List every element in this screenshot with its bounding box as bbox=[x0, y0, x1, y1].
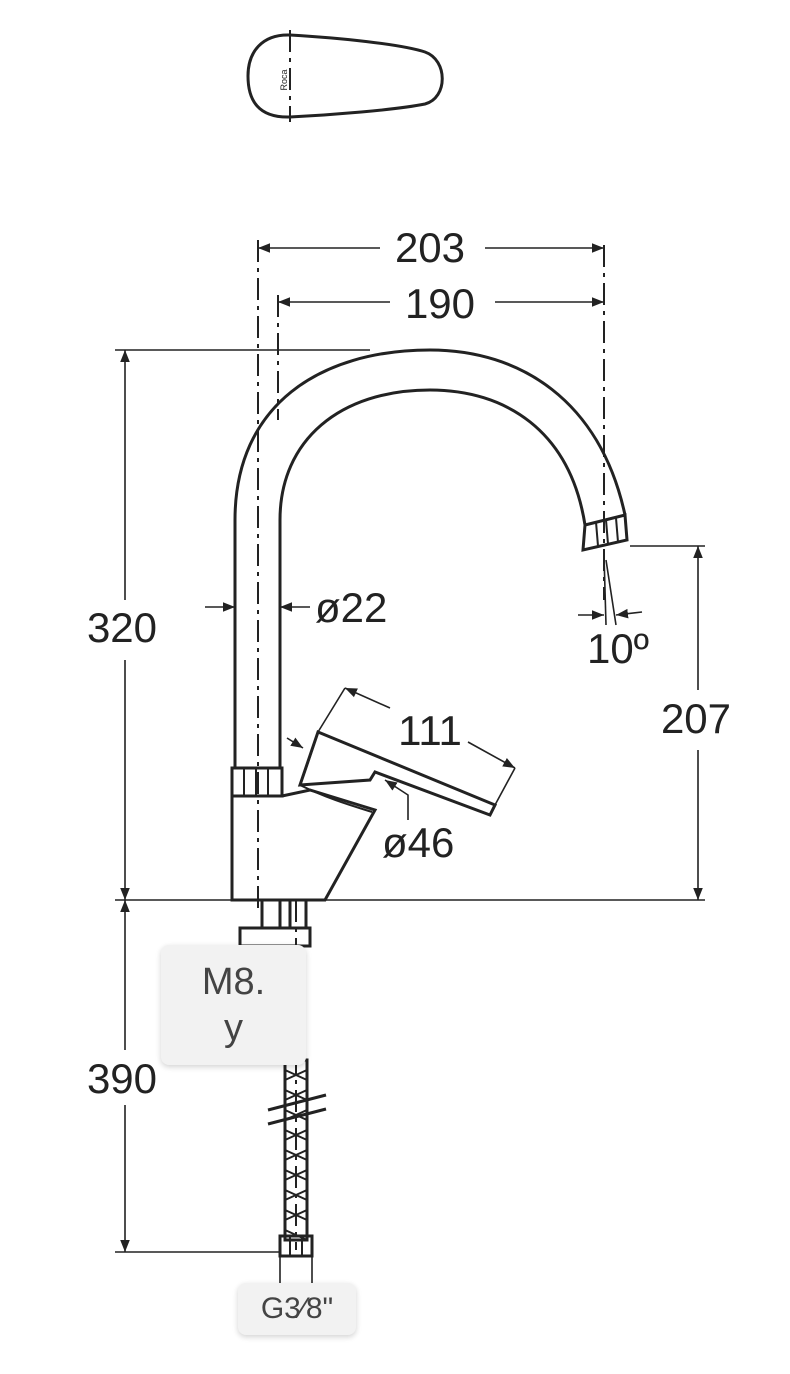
dim-207: 207 bbox=[661, 695, 731, 742]
dim-diameter-22: ø22 bbox=[315, 584, 387, 631]
mount-thread-callout: M8. y bbox=[161, 945, 306, 1065]
dim-angle-10: 10º bbox=[587, 625, 649, 672]
mount-thread-line2: y bbox=[224, 1007, 243, 1049]
logo-mark: Roca bbox=[279, 69, 289, 90]
spout bbox=[233, 348, 629, 768]
dim-320: 320 bbox=[87, 604, 157, 651]
dim-111: 111 bbox=[398, 707, 462, 754]
hose-connection-callout: G3⁄8" bbox=[238, 1283, 356, 1335]
faucet-body bbox=[230, 730, 498, 902]
dimension-labels: 203 190 320 ø22 10º 207 111 ø46 390 bbox=[87, 224, 731, 1102]
dim-diameter-46: ø46 bbox=[382, 819, 454, 866]
dim-390: 390 bbox=[87, 1055, 157, 1102]
dim-203: 203 bbox=[395, 224, 465, 271]
dimension-lines bbox=[115, 243, 705, 1253]
mount-thread-line1: M8. bbox=[201, 961, 266, 1003]
dim-190: 190 bbox=[405, 280, 475, 327]
hose-connection-label: G3⁄8" bbox=[260, 1292, 334, 1325]
handle-top-view: Roca bbox=[246, 30, 444, 122]
